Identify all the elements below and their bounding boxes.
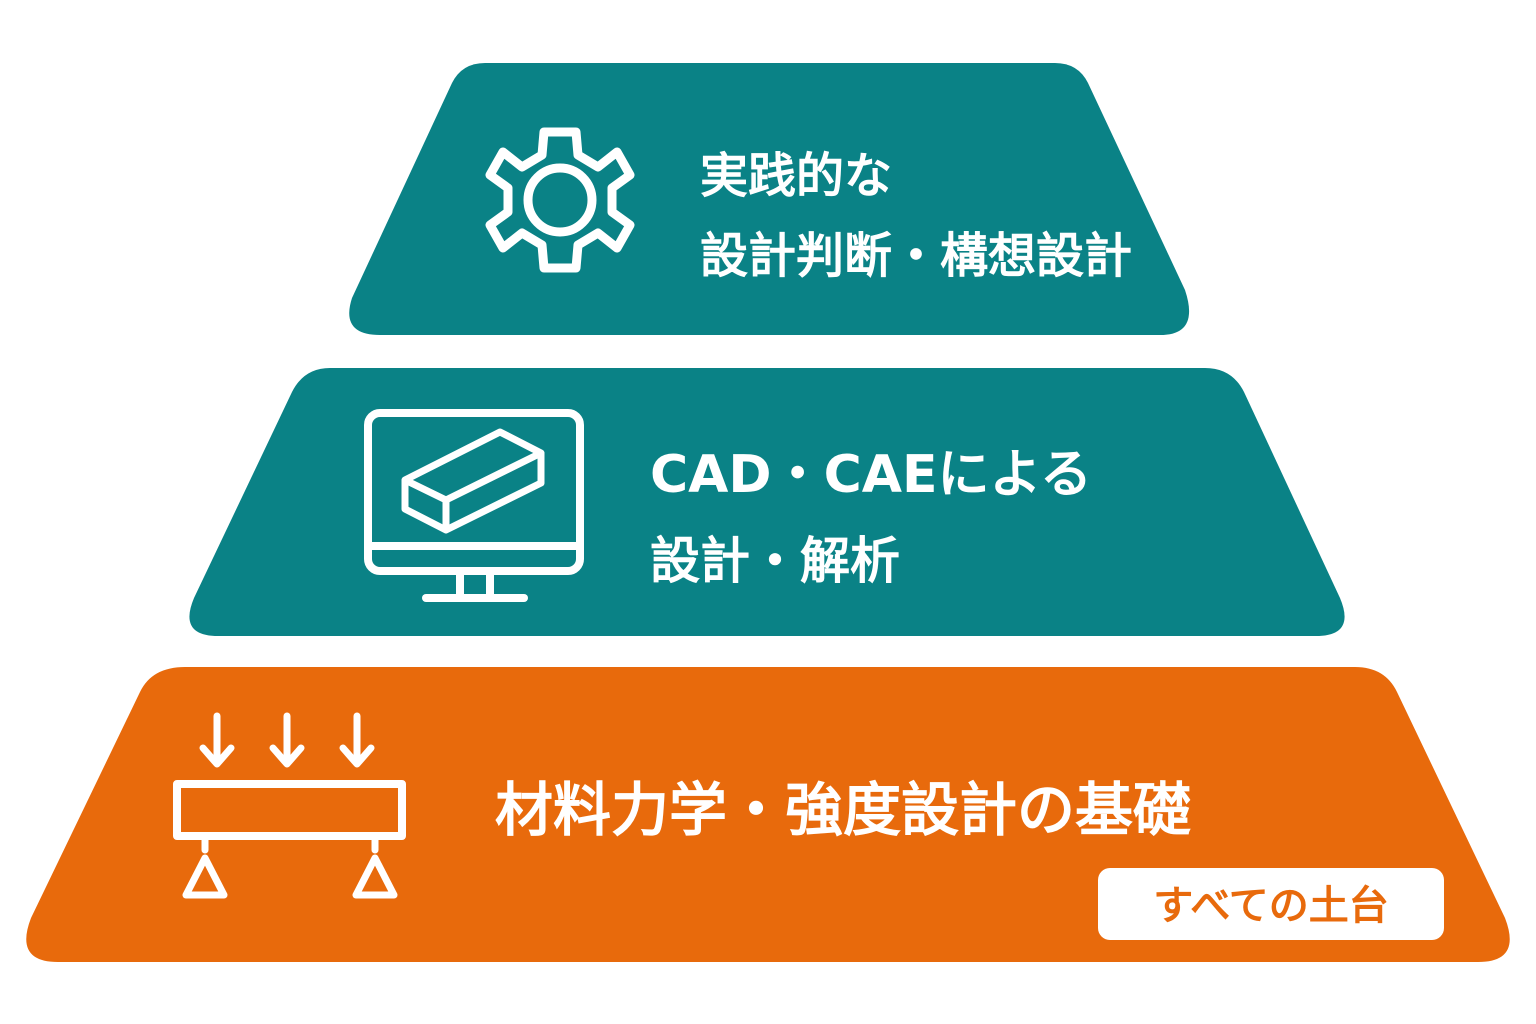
monitor-block-icon <box>364 409 584 602</box>
beam <box>173 780 406 840</box>
tier-top-line-2: 設計判断・構想設計 <box>700 228 1132 284</box>
tier-top: 実践的な 設計判断・構想設計 <box>349 63 1190 335</box>
loaded-beam-icon <box>173 712 406 899</box>
right-support <box>352 832 398 899</box>
tier-middle: CAD・CAEによる 設計・解析 <box>189 368 1345 636</box>
tier-middle-line-1: CAD・CAEによる <box>650 445 1092 505</box>
gear-icon <box>485 127 635 273</box>
tier-base-label: 材料力学・強度設計の基礎 <box>495 776 1191 844</box>
left-support <box>182 832 228 899</box>
tier-middle-line-2: 設計・解析 <box>650 532 900 590</box>
foundation-badge-background <box>1098 868 1444 940</box>
foundation-badge-label: すべての土台 <box>1153 883 1389 929</box>
tier-base: 材料力学・強度設計の基礎 すべての土台 <box>26 667 1510 962</box>
tier-top-line-1: 実践的な <box>700 148 892 204</box>
load-arrows <box>199 712 375 768</box>
foundation-badge: すべての土台 <box>1098 868 1444 940</box>
